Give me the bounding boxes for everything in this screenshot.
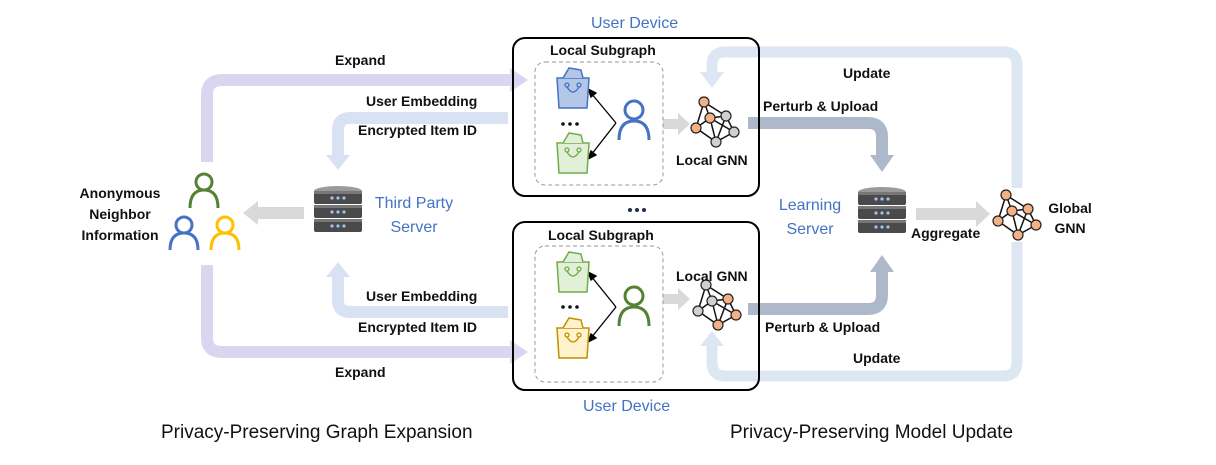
graph-network-icon-local-top <box>690 96 740 148</box>
learning-line-2: Server <box>786 221 834 238</box>
expand-label-bottom: Expand <box>335 364 386 380</box>
shopping-bag-icon-blue <box>556 67 590 109</box>
perturb-upload-label-bottom: Perturb & Upload <box>765 319 881 335</box>
graph-node <box>704 112 716 124</box>
encrypted-item-label-bottom: Encrypted Item ID <box>358 319 478 335</box>
anonymous-neighbor-label: Anonymous Neighbor Information <box>70 183 170 246</box>
device-separator-dots <box>628 208 646 212</box>
update-arrow-top <box>706 46 1023 188</box>
graph-node <box>710 136 722 148</box>
user-embedding-label-bottom: User Embedding <box>366 288 478 304</box>
graph-node <box>690 122 702 134</box>
expand-arrow-top <box>201 74 510 162</box>
graph-node <box>730 309 742 321</box>
graph-node <box>698 96 710 108</box>
user-item-links-bottom <box>586 270 617 344</box>
graph-node <box>692 305 704 317</box>
aggregate-arrow-head <box>976 201 990 227</box>
subgraph-to-gnn-arrow-bottom-head <box>678 288 690 310</box>
local-subgraph-label-top: Local Subgraph <box>550 42 656 58</box>
global-line-1: Global <box>1048 200 1092 216</box>
expand-arrow-bottom <box>201 265 510 358</box>
update-arrow-bottom-head <box>700 331 724 346</box>
anonymous-line-3: Information <box>81 227 159 243</box>
shopping-bag-icon-green-bottom <box>556 251 590 293</box>
global-gnn-label: Global GNN <box>1040 198 1100 238</box>
subgraph-ellipsis-bottom <box>561 305 579 309</box>
upload-arrow-bottom-head <box>870 255 894 272</box>
graph-node <box>706 295 718 307</box>
local-gnn-label-top: Local GNN <box>676 152 748 168</box>
upload-arrow-bottom <box>748 272 888 315</box>
shopping-bag-icon-green-top <box>556 132 590 174</box>
graph-node <box>712 319 724 331</box>
graph-node <box>1012 229 1024 241</box>
local-subgraph-box-top <box>534 61 664 186</box>
user-icon-yellow <box>209 215 241 251</box>
perturb-upload-label-top: Perturb & Upload <box>763 98 879 114</box>
user-device-box-bottom <box>512 221 760 391</box>
server-icon-third-party <box>314 186 362 232</box>
third-party-line-1: Third Party <box>374 195 454 212</box>
local-subgraph-box-bottom <box>534 245 664 383</box>
subgraph-to-gnn-arrow-top <box>663 119 678 129</box>
graph-node <box>722 293 734 305</box>
embedding-arrow-top <box>332 112 508 155</box>
user-item-links-top <box>586 87 617 161</box>
graph-node <box>1022 203 1034 215</box>
aggregate-arrow <box>916 208 976 220</box>
user-device-box-top <box>512 37 760 197</box>
graph-node <box>700 279 712 291</box>
user-device-label-top: User Device <box>591 15 679 32</box>
server-icon-learning <box>858 187 906 233</box>
server-to-users-arrow-head <box>243 201 258 225</box>
upload-arrow-top <box>748 117 888 155</box>
graph-node <box>1006 205 1018 217</box>
shopping-bag-icon-yellow <box>556 317 590 359</box>
graph-node <box>1000 189 1012 201</box>
subgraph-ellipsis-top <box>561 122 579 126</box>
anonymous-line-1: Anonymous <box>79 185 161 201</box>
update-label-bottom: Update <box>853 350 901 366</box>
aggregate-label: Aggregate <box>911 225 981 241</box>
server-to-users-arrow <box>258 207 304 219</box>
learning-line-1: Learning <box>778 197 842 214</box>
user-icon-device-top <box>617 99 651 141</box>
expand-label-top: Expand <box>335 52 386 68</box>
update-arrow-bottom <box>706 242 1023 382</box>
graph-node <box>720 110 732 122</box>
title-graph-expansion: Privacy-Preserving Graph Expansion <box>161 422 473 443</box>
third-party-line-2: Server <box>390 219 438 236</box>
title-model-update: Privacy-Preserving Model Update <box>730 422 1014 443</box>
update-label-top: Update <box>843 65 891 81</box>
global-line-2: GNN <box>1054 220 1086 236</box>
expand-arrow-top-head <box>510 68 528 92</box>
encrypted-item-label-top: Encrypted Item ID <box>358 122 478 138</box>
subgraph-to-gnn-arrow-bottom <box>663 294 678 304</box>
subgraph-to-gnn-arrow-top-head <box>678 113 690 135</box>
third-party-server-label: Third Party Server <box>368 192 460 240</box>
graph-node <box>1030 219 1042 231</box>
user-device-label-bottom: User Device <box>583 398 671 415</box>
learning-server-label: Learning Server <box>770 194 850 242</box>
local-subgraph-label-bottom: Local Subgraph <box>548 227 654 243</box>
graph-network-icon-global <box>992 189 1042 241</box>
graph-network-icon-local-bottom <box>692 279 742 331</box>
embedding-arrow-bottom <box>332 277 508 318</box>
anonymous-line-2: Neighbor <box>89 206 151 222</box>
graph-node <box>992 215 1004 227</box>
user-icon-device-bottom <box>617 285 651 327</box>
embedding-arrow-bottom-head <box>326 262 350 277</box>
user-embedding-label-top: User Embedding <box>366 93 478 109</box>
embedding-arrow-top-head <box>326 155 350 170</box>
user-icon-green <box>188 172 220 209</box>
user-icon-blue <box>168 215 200 251</box>
graph-node <box>728 126 740 138</box>
update-arrow-top-head <box>700 72 724 88</box>
upload-arrow-top-head <box>870 155 894 172</box>
local-gnn-label-bottom: Local GNN <box>676 268 748 284</box>
expand-arrow-bottom-head <box>510 340 528 364</box>
